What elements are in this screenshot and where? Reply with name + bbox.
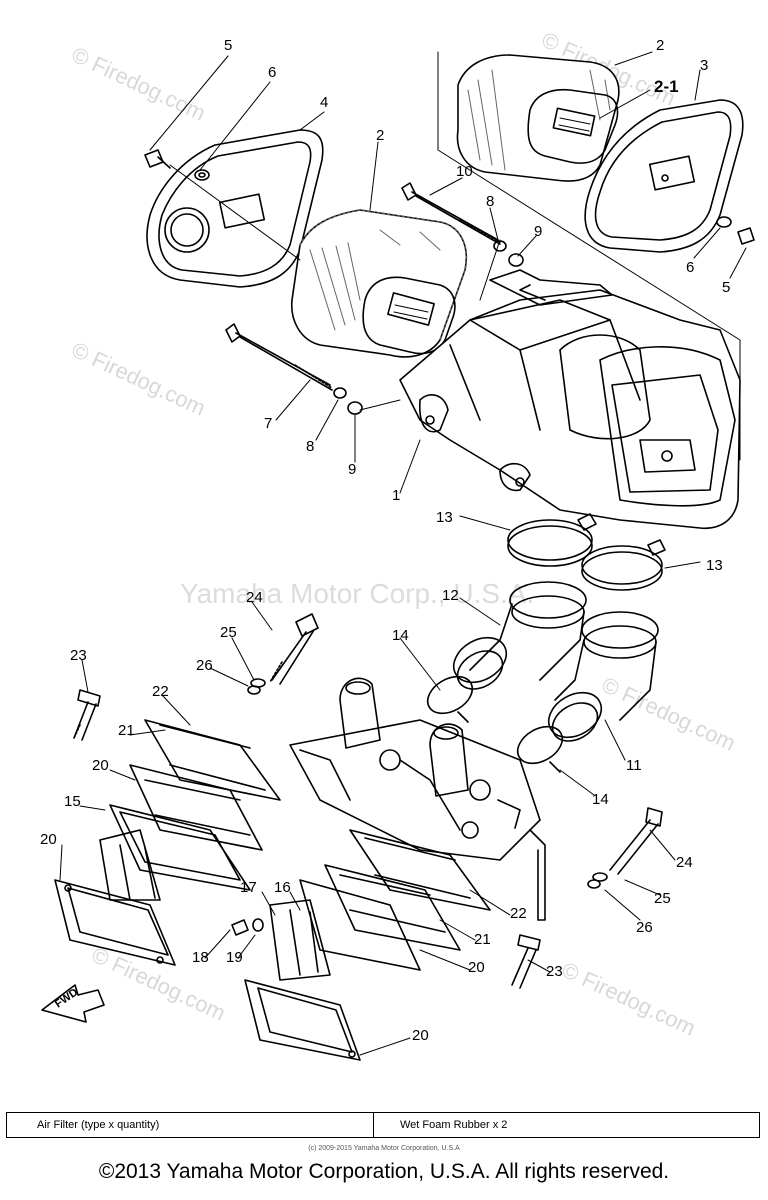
callout-13: 13 [436, 509, 453, 526]
watermark-firedog: © Firedog.com [68, 337, 210, 421]
exploded-view [41, 51, 755, 1061]
watermark-firedog: © Firedog.com [68, 42, 210, 126]
spec-table-value: Wet Foam Rubber x 2 [400, 1119, 508, 1131]
callout-labels: 5 6 4 2 2 2-1 3 10 8 9 6 5 7 8 9 1 13 13… [40, 37, 730, 1044]
callout-20: 20 [92, 757, 109, 774]
callout-21: 21 [118, 722, 135, 739]
callout-23: 23 [546, 963, 563, 980]
callout-14: 14 [392, 627, 409, 644]
leader-lines [169, 51, 741, 461]
callout-17: 17 [240, 879, 257, 896]
callout-13: 13 [706, 557, 723, 574]
callout-9: 9 [534, 223, 542, 240]
stud-bolt-upper [247, 613, 319, 695]
callout-leader-lines [59, 51, 747, 1056]
callout-12: 12 [442, 587, 459, 604]
air-filter-element-rear [456, 54, 620, 182]
callout-22: 22 [510, 905, 527, 922]
hose-clamp-left [507, 513, 597, 567]
callout-10: 10 [456, 163, 473, 180]
intake-joint-right [547, 611, 659, 742]
copyright-notice: ©2013 Yamaha Motor Corporation, U.S.A. A… [98, 1160, 670, 1183]
watermark-firedog: © Firedog.com [598, 672, 740, 756]
callout-8: 8 [306, 438, 314, 455]
callout-6: 6 [686, 259, 694, 276]
callout-14: 14 [592, 791, 609, 808]
callout-5: 5 [722, 279, 730, 296]
callout-20: 20 [412, 1027, 429, 1044]
callout-2: 2 [376, 127, 384, 144]
callout-9: 9 [348, 461, 356, 478]
cover-plate [146, 129, 324, 288]
bolt-and-washer-right [716, 216, 755, 245]
fwd-arrow-icon [41, 984, 105, 1023]
callout-16: 16 [274, 879, 291, 896]
callout-25: 25 [220, 624, 237, 641]
stud-bolt-lower [587, 807, 663, 889]
air-filter-element-front [291, 209, 467, 358]
intake-joint-left [452, 581, 587, 690]
callout-23: 23 [70, 647, 87, 664]
spec-table-label: Air Filter (type x quantity) [7, 1113, 374, 1137]
small-clamp-upper [426, 675, 474, 723]
callout-11: 11 [626, 757, 642, 774]
callout-7: 7 [264, 415, 272, 432]
watermark-yamaha: Yamaha Motor Corp., U.S.A. [180, 578, 534, 609]
hose-clamp-right [581, 539, 666, 591]
small-copyright: (c) 2009-2015 Yamaha Motor Corporation, … [308, 1145, 460, 1152]
callout-26: 26 [636, 919, 653, 936]
long-bolt-lower [225, 323, 363, 415]
reed-valve-right [231, 829, 491, 1061]
callout-15: 15 [64, 793, 81, 810]
callout-2: 2 [656, 37, 664, 54]
callout-21: 21 [474, 931, 491, 948]
small-clamp-lower [516, 725, 564, 773]
callout-20: 20 [40, 831, 57, 848]
callout-26: 26 [196, 657, 213, 674]
callout-3: 3 [700, 57, 708, 74]
bolt-23-left [73, 689, 101, 741]
callout-2-1: 2-1 [654, 77, 679, 96]
callout-1: 1 [392, 487, 400, 504]
callout-4: 4 [320, 94, 328, 111]
carburetor-assembly [289, 677, 546, 921]
callout-8: 8 [486, 193, 494, 210]
callout-19: 19 [226, 949, 243, 966]
callout-6: 6 [268, 64, 276, 81]
callout-24: 24 [676, 854, 693, 871]
rear-cover [584, 99, 744, 253]
callout-24: 24 [246, 589, 263, 606]
watermark-firedog: © Firedog.com [558, 957, 700, 1041]
bolt-23-right [511, 934, 541, 989]
air-box-housing [399, 269, 741, 529]
callout-5: 5 [224, 37, 232, 54]
spec-table: Air Filter (type x quantity) Wet Foam Ru… [6, 1112, 760, 1138]
callout-22: 22 [152, 683, 169, 700]
bolt-and-washer-left [144, 149, 210, 181]
reed-valve-left [54, 719, 281, 966]
callout-25: 25 [654, 890, 671, 907]
callout-20: 20 [468, 959, 485, 976]
long-bolt-upper [401, 182, 524, 267]
callout-18: 18 [192, 949, 209, 966]
